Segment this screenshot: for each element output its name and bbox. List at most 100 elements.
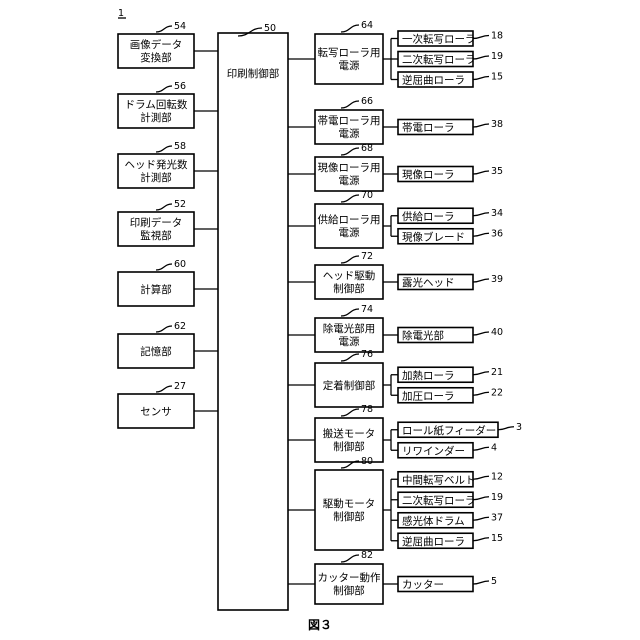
right-block-label: 除電光部用	[323, 322, 376, 335]
ref-40: 40	[491, 327, 503, 338]
left-block-label: 記憶部	[140, 345, 172, 358]
left-block-label: センサ	[140, 406, 172, 418]
right-block-70	[315, 204, 383, 248]
ref-38: 38	[491, 119, 503, 130]
ref-60: 60	[174, 259, 186, 270]
component-label: 現像ブレード	[402, 230, 465, 243]
ref-leader-39	[473, 279, 489, 282]
left-block-label: 計測部	[140, 171, 172, 184]
right-block-label: 定着制御部	[323, 379, 376, 392]
ref-68: 68	[361, 143, 373, 154]
ref-58: 58	[174, 141, 186, 152]
ref-27: 27	[174, 381, 186, 392]
ref-leader-38	[473, 124, 489, 127]
right-block-label: 帯電ローラ用	[318, 114, 381, 127]
component-label: 帯電ローラ	[402, 121, 455, 134]
left-block-label: 計測部	[140, 111, 172, 124]
figure-caption: 図３	[308, 618, 332, 632]
ref-36: 36	[491, 228, 503, 239]
right-block-label: ヘッド駆動	[323, 269, 376, 282]
ref-70: 70	[361, 190, 373, 201]
right-block-64	[315, 34, 383, 84]
ref-12: 12	[491, 471, 503, 482]
ref-74: 74	[361, 304, 373, 315]
component-label: 露光ヘッド	[402, 276, 455, 289]
ref-5: 5	[491, 576, 497, 587]
right-block-label: 駆動モータ	[323, 497, 376, 510]
ref-4: 4	[491, 442, 497, 453]
right-block-82	[315, 564, 383, 604]
component-label: 逆屈曲ローラ	[402, 535, 465, 548]
component-label: カッター	[402, 579, 444, 591]
ref-leader-15	[473, 538, 489, 541]
ref-50: 50	[264, 23, 276, 34]
ref-34: 34	[491, 208, 503, 219]
right-block-label: 制御部	[333, 510, 365, 523]
component-label: 中間転写ベルト	[402, 473, 476, 486]
ref-leader-40	[473, 332, 489, 335]
ref-leader-52	[156, 204, 172, 210]
right-block-label: 電源	[339, 226, 360, 239]
left-block-label: 画像データ	[130, 38, 183, 51]
ref-35: 35	[491, 166, 503, 177]
ref-leader-3	[498, 427, 514, 430]
right-block-label: 電源	[339, 59, 360, 72]
component-label: リワインダー	[402, 444, 465, 457]
component-label: 二次転写ローラ	[402, 494, 476, 507]
ref-19: 19	[491, 492, 503, 503]
ref-leader-54	[156, 26, 172, 32]
left-block-label: 変換部	[140, 51, 172, 64]
right-block-label: 搬送モータ	[323, 427, 376, 440]
ref-leader-70	[341, 195, 359, 202]
component-label: 現像ローラ	[402, 169, 455, 181]
right-block-label: 電源	[339, 127, 360, 140]
ref-leader-56	[156, 86, 172, 92]
component-label: ロール紙フィーダー	[402, 424, 496, 437]
right-block-label: 転写ローラ用	[318, 47, 381, 59]
ref-80: 80	[361, 456, 373, 467]
ref-leader-68	[341, 148, 359, 155]
ref-15: 15	[491, 72, 503, 83]
ref-66: 66	[361, 96, 373, 107]
ref-82: 82	[361, 550, 373, 561]
ref-76: 76	[361, 349, 373, 360]
ref-leader-82	[341, 555, 359, 562]
left-block-label: 印刷データ	[130, 216, 183, 229]
ref-19: 19	[491, 51, 503, 62]
ref-52: 52	[174, 199, 186, 210]
component-label: 加熱ローラ	[402, 369, 455, 382]
left-block-label: ヘッド発光数	[125, 158, 188, 171]
print-control-unit-box	[218, 33, 288, 610]
ref-leader-74	[341, 309, 359, 316]
ref-leader-72	[341, 256, 359, 263]
ref-56: 56	[174, 81, 186, 92]
ref-22: 22	[491, 387, 503, 398]
ref-leader-34	[473, 213, 489, 216]
right-block-label: カッター動作	[318, 571, 381, 584]
component-label: 一次転写ローラ	[402, 33, 476, 46]
ref-15: 15	[491, 533, 503, 544]
component-label: 逆屈曲ローラ	[402, 74, 465, 87]
ref-leader-66	[341, 101, 359, 108]
component-label: 除電光部	[402, 329, 444, 342]
ref-3: 3	[516, 422, 522, 433]
left-block-label: ドラム回転数	[125, 98, 188, 111]
component-label: 感光体ドラム	[402, 514, 465, 527]
ref-62: 62	[174, 321, 186, 332]
ref-leader-64	[341, 25, 359, 32]
right-block-label: 電源	[339, 335, 360, 348]
print-control-unit-label: 印刷制御部	[227, 67, 280, 80]
ref-leader-5	[473, 581, 489, 584]
component-label: 加圧ローラ	[402, 390, 455, 402]
ref-leader-76	[341, 354, 359, 361]
ref-72: 72	[361, 251, 373, 262]
ref-54: 54	[174, 21, 186, 32]
ref-leader-60	[156, 264, 172, 270]
right-block-label: 制御部	[333, 282, 365, 295]
right-block-label: 供給ローラ用	[318, 213, 381, 226]
right-block-80	[315, 470, 383, 550]
ref-78: 78	[361, 404, 373, 415]
ref-leader-35	[473, 171, 489, 174]
ref-leader-21	[473, 372, 489, 375]
component-label: 供給ローラ	[402, 210, 455, 223]
